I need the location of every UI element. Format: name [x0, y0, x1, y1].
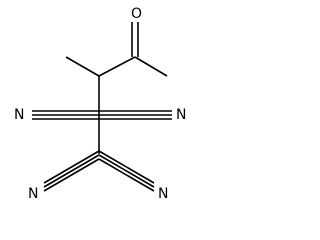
bond-carbonyl-methyl: [134, 56, 168, 77]
chemical-structure: O N N N N: [14, 6, 186, 202]
bond-lower-nitrile-right-1: [98, 150, 155, 184]
atom-oxygen: O: [131, 6, 142, 22]
bond-lower-nitrile-left-3: [43, 158, 100, 192]
atom-nitrogen-left: N: [14, 107, 24, 123]
bond-ch-methyl: [65, 56, 100, 77]
bond-lower-nitrile-left-1: [43, 150, 100, 184]
bond-lower-nitrile-right-3: [98, 158, 155, 192]
atom-nitrogen-lower-right: N: [158, 186, 168, 202]
bond-lower-nitrile-right-2: [98, 154, 155, 188]
bond-lower-nitrile-left-2: [43, 154, 100, 188]
atom-nitrogen-lower-left: N: [28, 186, 38, 202]
bond-carbonyl-to-ch: [98, 56, 136, 77]
atom-nitrogen-right: N: [176, 107, 186, 123]
